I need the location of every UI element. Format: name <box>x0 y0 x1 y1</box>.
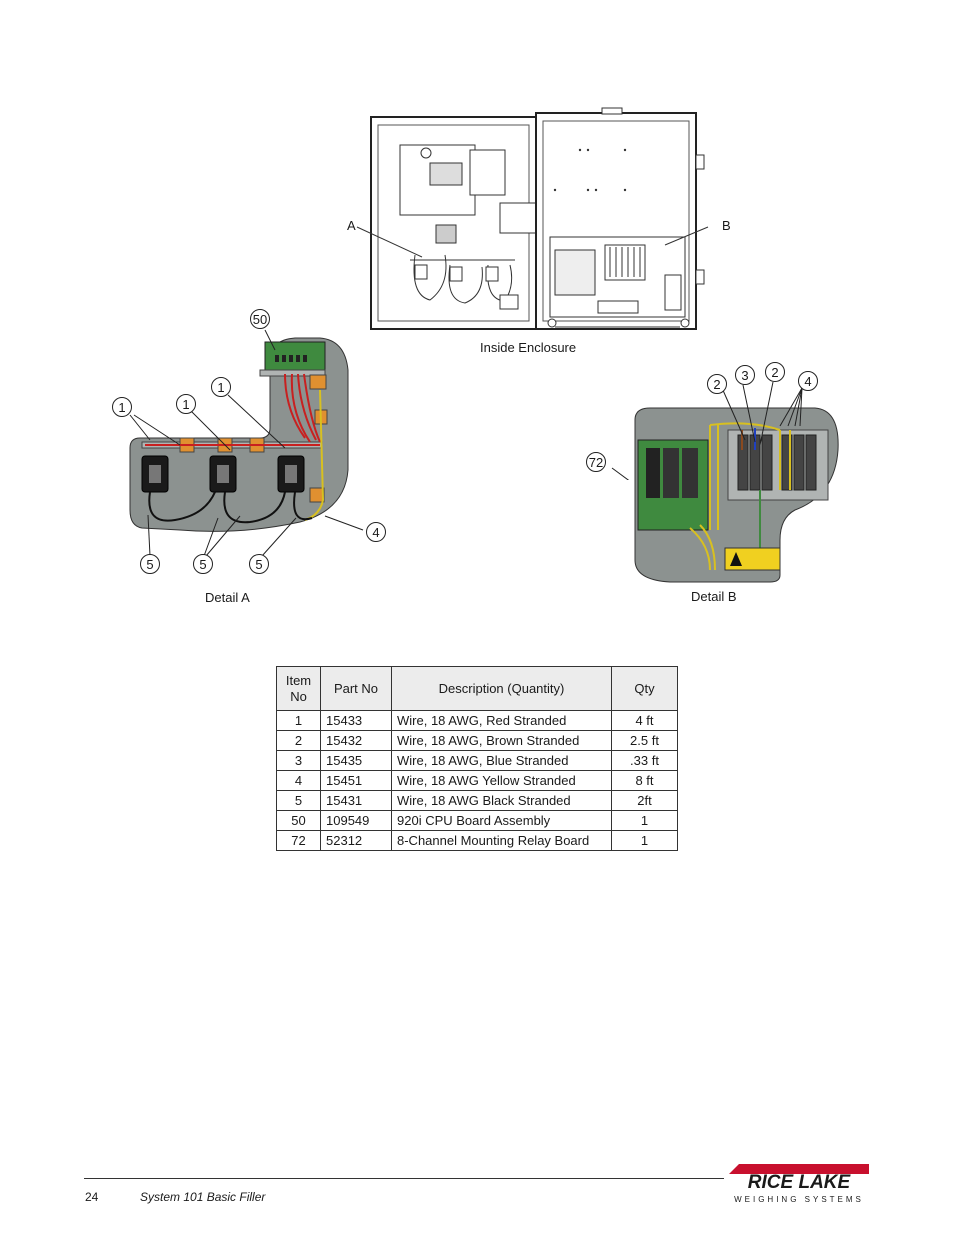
detail-a-callout-1-left: 1 <box>112 397 132 417</box>
header-description: Description (Quantity) <box>391 666 612 711</box>
cell-part: 15451 <box>320 770 392 791</box>
header-part-no: Part No <box>320 666 392 711</box>
detail-a-callout-1-mid: 1 <box>176 394 196 414</box>
header-item-line1: Item <box>285 672 312 688</box>
header-qty: Qty <box>611 666 678 711</box>
cell-item: 4 <box>276 770 321 791</box>
page-number: 24 <box>85 1190 99 1204</box>
cell-part: 15433 <box>320 710 392 731</box>
marker-b-label: B <box>722 218 731 233</box>
cell-item: 3 <box>276 750 321 771</box>
cell-desc: Wire, 18 AWG Yellow Stranded <box>391 770 612 791</box>
detail-b-callout-72: 72 <box>586 452 606 472</box>
cell-part: 15435 <box>320 750 392 771</box>
cell-item: 72 <box>276 830 321 851</box>
detail-b-callout-3: 3 <box>735 365 755 385</box>
detail-b-callout-2-right: 2 <box>765 362 785 382</box>
cell-qty: 4 ft <box>611 710 678 731</box>
cell-desc: Wire, 18 AWG, Brown Stranded <box>391 730 612 751</box>
cell-desc: Wire, 18 AWG, Blue Stranded <box>391 750 612 771</box>
detail-a-callout-50: 50 <box>250 309 270 329</box>
logo-subtitle: WEIGHING SYSTEMS <box>734 1195 864 1204</box>
cell-qty: 2ft <box>611 790 678 811</box>
detail-a-caption: Detail A <box>205 590 250 605</box>
detail-a-leaders <box>129 329 364 557</box>
table-row: 4 15451 Wire, 18 AWG Yellow Stranded 8 f… <box>276 770 678 791</box>
cell-qty: 1 <box>611 830 678 851</box>
logo-red-bar <box>729 1164 869 1174</box>
inside-enclosure-drawing <box>356 107 709 330</box>
logo-title: RICE LAKE <box>747 1172 851 1193</box>
inside-enclosure-caption: Inside Enclosure <box>480 340 577 355</box>
table-row: 5 15431 Wire, 18 AWG Black Stranded 2ft <box>276 790 678 811</box>
detail-b-callout-2-left: 2 <box>707 374 727 394</box>
cell-qty: 8 ft <box>611 770 678 791</box>
cell-qty: 2.5 ft <box>611 730 678 751</box>
detail-b-caption: Detail B <box>691 589 737 604</box>
detail-a-drawing <box>129 337 349 532</box>
cell-desc: Wire, 18 AWG, Red Stranded <box>391 710 612 731</box>
cell-desc: 920i CPU Board Assembly <box>391 810 612 831</box>
table-row: 72 52312 8-Channel Mounting Relay Board … <box>276 830 678 851</box>
cell-part: 15432 <box>320 730 392 751</box>
footer-rule <box>84 1178 724 1179</box>
header-item-line2: No <box>290 688 307 704</box>
cell-part: 52312 <box>320 830 392 851</box>
cell-part: 109549 <box>320 810 392 831</box>
detail-a-callout-5-left: 5 <box>140 554 160 574</box>
cell-item: 1 <box>276 710 321 731</box>
marker-a-label: A <box>347 218 356 233</box>
cell-item: 50 <box>276 810 321 831</box>
cell-item: 2 <box>276 730 321 751</box>
detail-a-callout-4: 4 <box>366 522 386 542</box>
cell-desc: 8-Channel Mounting Relay Board <box>391 830 612 851</box>
detail-a-callout-5-right: 5 <box>249 554 269 574</box>
table-row: 50 109549 920i CPU Board Assembly 1 <box>276 810 678 831</box>
detail-a-callout-5-mid: 5 <box>193 554 213 574</box>
cell-qty: 1 <box>611 810 678 831</box>
document-title: System 101 Basic Filler <box>140 1190 266 1204</box>
cell-item: 5 <box>276 790 321 811</box>
detail-a-callout-1-right: 1 <box>211 377 231 397</box>
detail-b-drawing <box>634 407 839 583</box>
detail-b-leaders <box>611 381 803 480</box>
cell-qty: .33 ft <box>611 750 678 771</box>
cell-part: 15431 <box>320 790 392 811</box>
table-row: 3 15435 Wire, 18 AWG, Blue Stranded .33 … <box>276 750 678 771</box>
rice-lake-logo: RICE LAKE WEIGHING SYSTEMS <box>729 1164 869 1210</box>
table-row: 1 15433 Wire, 18 AWG, Red Stranded 4 ft <box>276 710 678 731</box>
table-row: 2 15432 Wire, 18 AWG, Brown Stranded 2.5… <box>276 730 678 751</box>
cell-desc: Wire, 18 AWG Black Stranded <box>391 790 612 811</box>
detail-b-callout-4: 4 <box>798 371 818 391</box>
